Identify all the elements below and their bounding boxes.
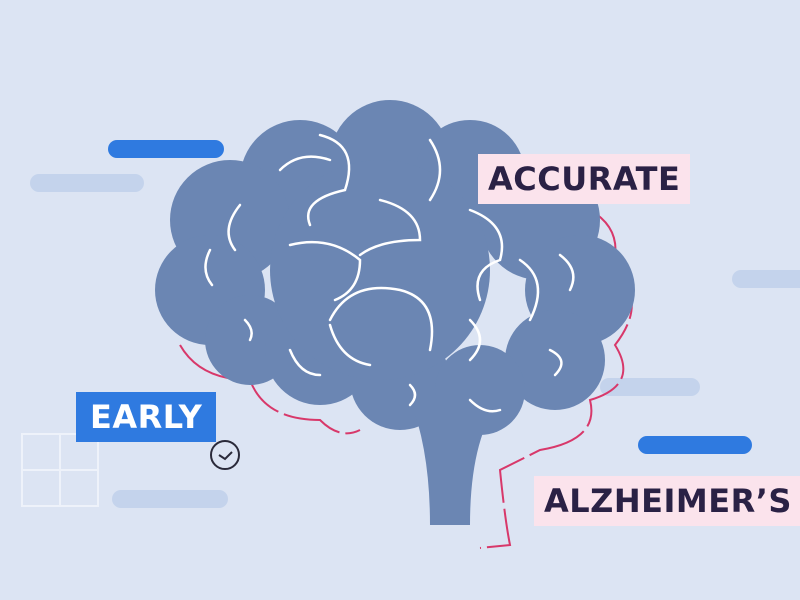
label-accurate: ACCURATE: [478, 154, 691, 204]
light-bar: [30, 174, 144, 192]
blue-bar: [638, 436, 752, 454]
light-bar: [732, 270, 800, 288]
blue-bar: [108, 140, 224, 158]
brain-icon: [155, 100, 635, 525]
light-bar: [600, 378, 700, 396]
label-early: EARLY: [76, 392, 217, 442]
grid-icon: [21, 433, 99, 507]
label-alzheimers: ALZHEIMER’S: [534, 476, 800, 526]
brain-folds: [204, 133, 575, 413]
light-bar: [112, 490, 228, 508]
clock-icon: [210, 440, 240, 470]
